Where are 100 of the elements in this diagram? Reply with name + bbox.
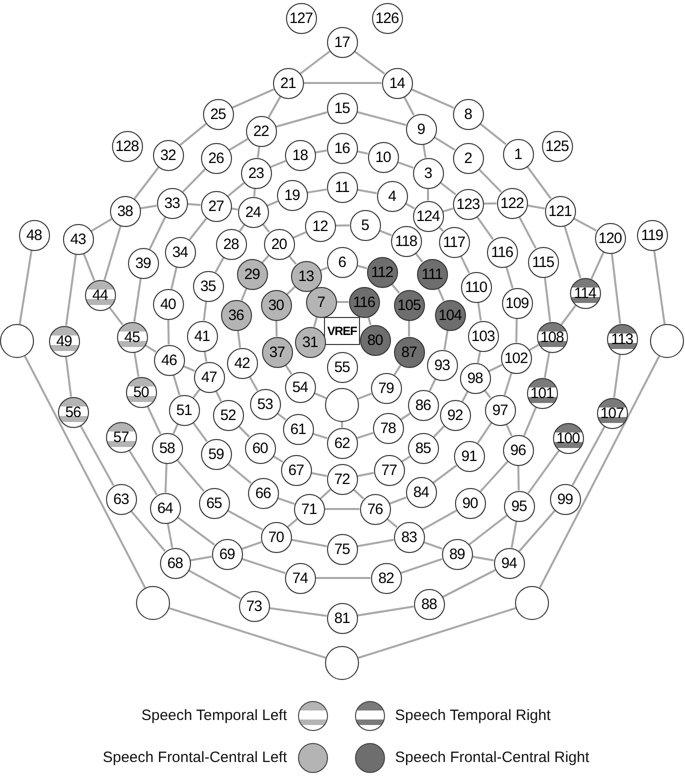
connector-line — [527, 450, 560, 494]
electrode-number: 24 — [245, 204, 261, 220]
electrode-circle — [304, 210, 336, 242]
electrode-number: 94 — [501, 556, 517, 570]
electrode-circle — [460, 362, 490, 394]
connector-line — [523, 406, 537, 436]
electrode-number: 79 — [378, 380, 394, 396]
connector-line — [379, 230, 392, 236]
electrode-number: 25 — [210, 106, 226, 122]
electrode-circle — [394, 336, 424, 368]
electrode-circle — [164, 236, 196, 268]
connector-line — [386, 518, 398, 528]
connector-line — [528, 344, 540, 352]
connector-line — [510, 521, 518, 548]
connector-line — [479, 122, 507, 146]
connector-line — [428, 378, 436, 392]
electrode-number: 44 — [92, 288, 108, 302]
electrode-circle — [112, 130, 142, 162]
connector-line — [311, 472, 327, 477]
connector-line — [176, 459, 205, 492]
legend-label: Speech Frontal-Central Right — [395, 749, 590, 767]
electrode-circle — [272, 68, 304, 98]
connector-line — [238, 224, 246, 232]
connector-line — [357, 538, 394, 548]
connector-line — [324, 508, 360, 510]
electrode-circle — [536, 322, 568, 352]
electrode-circle — [194, 362, 224, 392]
electrode-number: 41 — [194, 328, 210, 344]
connector-line — [65, 254, 77, 326]
electrode-circle — [454, 440, 484, 472]
connector-line — [422, 144, 427, 158]
electrode-number: 96 — [510, 442, 526, 458]
electrode-number: 109 — [505, 296, 529, 310]
electrode-number: 78 — [380, 420, 396, 436]
electrode-circle — [106, 484, 136, 514]
connector-line — [187, 203, 201, 206]
connector-line — [238, 425, 250, 438]
connector-line — [341, 422, 343, 428]
electrode-number: 1 — [514, 146, 522, 162]
electrode-circle — [154, 344, 184, 376]
connector-line — [167, 319, 170, 345]
electrode-number: 88 — [421, 596, 437, 612]
connector-line — [316, 577, 370, 579]
electrode-circle — [544, 196, 576, 226]
electrode-circle — [260, 522, 292, 552]
electrode-number: 6 — [338, 254, 346, 270]
connector-line — [82, 253, 96, 281]
connector-line — [134, 352, 140, 377]
electrode-circle — [326, 464, 358, 494]
connector-line — [460, 255, 470, 274]
electrode-circle — [106, 422, 136, 452]
connector-line — [256, 146, 260, 158]
connector-line — [472, 556, 494, 562]
electrode-circle — [552, 422, 584, 454]
connector-line — [400, 558, 443, 574]
connector-line — [397, 161, 414, 169]
electrode-number: 124 — [416, 208, 440, 224]
electrode-number: 75 — [334, 542, 350, 556]
connector-line — [240, 288, 248, 301]
connector-line — [480, 460, 508, 492]
connector-line — [108, 306, 124, 326]
electrode-circle — [594, 222, 626, 254]
connector-line — [241, 558, 286, 574]
electrode-circle — [528, 246, 558, 278]
electrode-circle — [238, 590, 270, 622]
electrode-circle — [168, 394, 200, 426]
connector-line — [410, 88, 454, 109]
electrode-circle — [290, 260, 322, 292]
electrode-circle — [240, 158, 272, 188]
electrode-circle — [370, 372, 402, 404]
connector-line — [300, 50, 330, 74]
electrode-number: 32 — [160, 148, 176, 162]
electrode-circle — [374, 454, 404, 486]
connector-line — [179, 123, 207, 146]
connector-line — [484, 390, 492, 398]
connector-line — [572, 426, 606, 486]
electrode-number: 30 — [268, 298, 284, 312]
connector-line — [358, 392, 372, 400]
connector-line — [146, 406, 162, 434]
electrode-circle — [200, 142, 232, 174]
connector-line — [405, 202, 415, 210]
empty-electrode-circle — [325, 388, 359, 422]
electrode-circle — [454, 488, 486, 518]
connector-line — [483, 202, 497, 205]
electrode-circle — [186, 320, 218, 352]
electrode-number: 77 — [381, 462, 397, 478]
electrode-number: 14 — [389, 76, 405, 90]
electrode-number: 126 — [375, 10, 399, 26]
electrode-circle — [286, 2, 316, 34]
electrode-number: 46 — [161, 352, 177, 368]
connector-line — [24, 356, 146, 588]
electrode-circle — [452, 142, 484, 174]
connector-line — [538, 356, 660, 588]
empty-electrode-circle — [0, 324, 34, 358]
electrode-circle — [326, 602, 358, 634]
connector-line — [613, 354, 621, 398]
connector-line — [164, 463, 168, 493]
electrode-number: 4 — [388, 188, 396, 204]
electrode-number: 95 — [511, 498, 527, 514]
connector-line — [442, 569, 496, 598]
